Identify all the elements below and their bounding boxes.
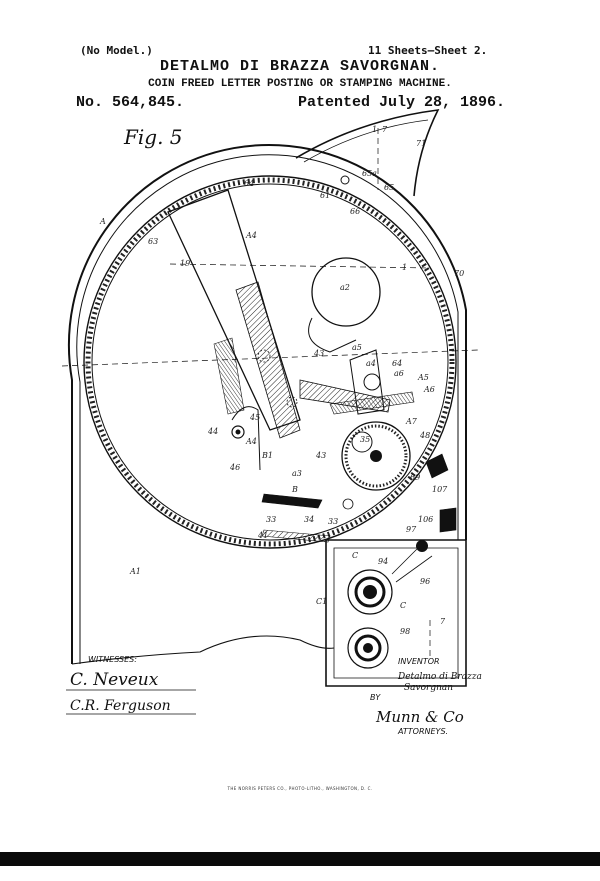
lever-arm bbox=[299, 349, 415, 415]
ref-label: 98 bbox=[400, 627, 410, 636]
ref-label: 46 bbox=[229, 463, 240, 472]
ref-label: A7 bbox=[405, 417, 418, 426]
attorneys-caption: ATTORNEYS. bbox=[397, 727, 448, 736]
letter-chute bbox=[167, 189, 301, 439]
witness-block: WITNESSES: C. Neveux C.R. Ferguson bbox=[66, 655, 196, 715]
witnesses-caption: WITNESSES: bbox=[88, 655, 137, 664]
ref-label: 97 bbox=[406, 525, 417, 534]
roller-lower bbox=[347, 627, 389, 669]
scan-edge-bar bbox=[0, 852, 600, 866]
ref-label: A1 bbox=[129, 567, 141, 576]
ref-label: 48 bbox=[419, 431, 430, 440]
ref-label: 44 bbox=[207, 427, 218, 436]
inventor-signature-line-1: Detalmo di Brazza bbox=[397, 672, 482, 682]
ref-label: A4 bbox=[245, 231, 257, 240]
invention-title: COIN FREED LETTER POSTING OR STAMPING MA… bbox=[148, 78, 452, 90]
ref-label: 107 bbox=[432, 485, 448, 494]
machine-casing bbox=[67, 109, 467, 664]
ref-label: A4 bbox=[245, 437, 257, 446]
witness-signature-1: C. Neveux bbox=[70, 670, 159, 690]
ref-label: 96 bbox=[420, 577, 430, 586]
roller-pivot-icon bbox=[416, 540, 428, 552]
ref-label: 35 bbox=[360, 435, 370, 444]
reference-labels: 1 7 71 65a 65 61 66 64 A 63 A4 19 70 a2 … bbox=[99, 125, 464, 636]
ref-label: 43 bbox=[313, 349, 324, 358]
roller-linkage bbox=[391, 547, 433, 583]
no-model-note: (No Model.) bbox=[80, 44, 153, 57]
ref-label: a5 bbox=[352, 343, 362, 352]
by-caption: BY bbox=[370, 693, 381, 702]
ref-label: a3 bbox=[292, 469, 302, 478]
ref-label: B bbox=[291, 485, 298, 494]
ref-label: a4 bbox=[366, 359, 376, 368]
ref-label: 7 bbox=[382, 125, 388, 134]
ref-label: 45 bbox=[249, 413, 260, 422]
right-mechanism bbox=[340, 175, 457, 533]
sheet-count: 11 Sheets—Sheet 2. bbox=[368, 44, 488, 57]
ref-label: 70 bbox=[454, 269, 464, 278]
attorney-signature: Munn & Co bbox=[375, 708, 464, 726]
ref-label: 34 bbox=[304, 515, 314, 524]
roller-upper bbox=[347, 569, 393, 615]
patent-date: Patented July 28, 1896. bbox=[298, 94, 506, 111]
ref-label: C bbox=[352, 551, 358, 560]
ref-label: C bbox=[400, 601, 406, 610]
ref-label: a6 bbox=[394, 369, 404, 378]
ref-label: 64 bbox=[244, 179, 254, 188]
witness-signature-2: C.R. Ferguson bbox=[70, 698, 171, 714]
ref-label: 41 bbox=[257, 531, 268, 540]
inventor-caption: INVENTOR bbox=[398, 657, 440, 666]
ref-label: A bbox=[99, 217, 106, 226]
inventor-name-heading: DETALMO DI BRAZZA SAVORGNAN. bbox=[159, 58, 441, 75]
ref-label: 63 bbox=[148, 237, 158, 246]
ref-label: A5 bbox=[417, 373, 429, 382]
patent-number: No. 564,845. bbox=[76, 94, 185, 111]
ref-label: B1 bbox=[261, 451, 273, 460]
gear-wheel bbox=[341, 373, 411, 491]
printer-credit: THE NORRIS PETERS CO., PHOTO-LITHO., WAS… bbox=[227, 786, 373, 791]
inventor-signature-line-2: Savorgnan bbox=[404, 683, 453, 693]
ref-label: 94 bbox=[378, 557, 388, 566]
figure-label: Fig. 5 bbox=[123, 125, 183, 149]
left-mechanism bbox=[231, 349, 354, 543]
ref-label: 66 bbox=[350, 207, 360, 216]
inventor-block: INVENTOR Detalmo di Brazza Savorgnan BY … bbox=[370, 657, 482, 736]
serrated-drum bbox=[83, 175, 457, 549]
section-lines bbox=[61, 128, 479, 660]
ref-label: 19 bbox=[180, 259, 190, 268]
ref-label: 1 bbox=[402, 263, 407, 272]
ref-label: 61 bbox=[320, 191, 330, 200]
ref-label: 1 bbox=[372, 125, 377, 134]
ref-label: 33 bbox=[266, 515, 276, 524]
ref-label: 7 bbox=[440, 617, 446, 626]
ref-label: C1 bbox=[316, 597, 327, 606]
ref-label: 43 bbox=[315, 451, 326, 460]
counterweight bbox=[308, 257, 381, 353]
ref-label: a2 bbox=[340, 283, 350, 292]
ref-label: 65a bbox=[362, 169, 377, 178]
ref-label: 33 bbox=[328, 517, 338, 526]
ref-label: 65 bbox=[384, 183, 394, 192]
ref-label: A6 bbox=[423, 385, 435, 394]
ref-label: 64 bbox=[392, 359, 402, 368]
ref-label: 106 bbox=[418, 515, 433, 524]
ref-label: 71 bbox=[416, 139, 426, 148]
ref-label: 69 bbox=[410, 473, 420, 482]
